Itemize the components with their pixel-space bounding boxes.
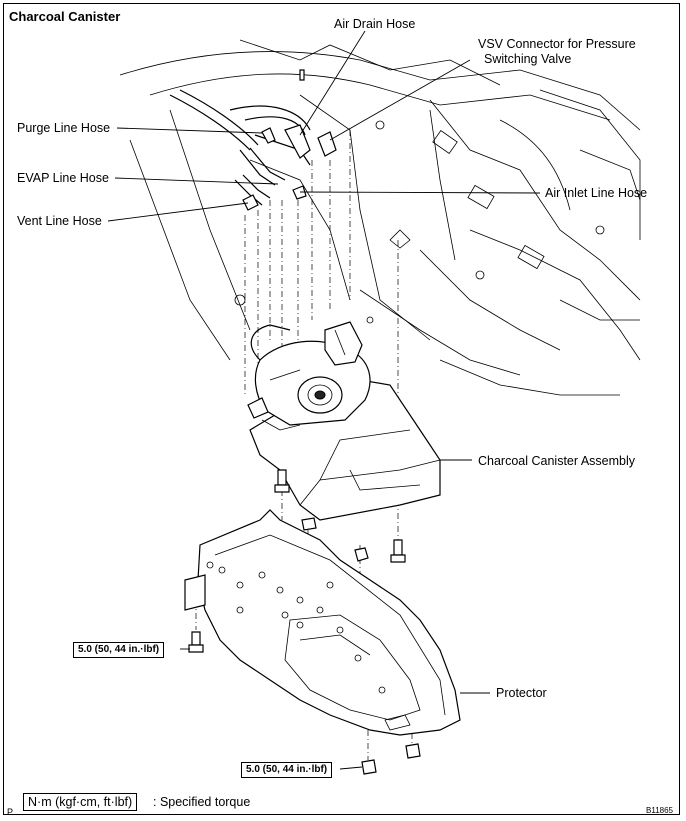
legend-units-box: N·m (kgf·cm, ft·lbf) bbox=[23, 793, 138, 811]
label-evap-line-hose: EVAP Line Hose bbox=[17, 171, 109, 185]
corner-mark: P bbox=[7, 807, 14, 817]
vehicle-body-outline bbox=[119, 39, 641, 396]
charcoal-canister bbox=[247, 321, 441, 521]
legend-text: : Specified torque bbox=[153, 795, 251, 809]
label-charcoal-canister-assembly: Charcoal Canister Assembly bbox=[478, 454, 636, 468]
label-protector: Protector bbox=[496, 686, 547, 700]
figure-id: B11865 bbox=[646, 806, 673, 815]
torque-spec-left: 5.0 (50, 44 in.·lbf) bbox=[73, 642, 165, 658]
label-vsv-connector-line2: Switching Valve bbox=[484, 52, 572, 66]
hose-bundle bbox=[169, 89, 337, 211]
diagram-frame bbox=[3, 3, 680, 815]
bolts bbox=[188, 69, 421, 775]
diagram-title: Charcoal Canister bbox=[9, 9, 121, 24]
label-air-inlet-line-hose: Air Inlet Line Hose bbox=[545, 186, 648, 200]
label-purge-line-hose: Purge Line Hose bbox=[17, 121, 111, 135]
torque-spec-bottom: 5.0 (50, 44 in.·lbf) bbox=[241, 762, 333, 778]
label-vent-line-hose: Vent Line Hose bbox=[17, 214, 102, 228]
protector-plate bbox=[184, 509, 461, 736]
leader-lines bbox=[107, 30, 541, 770]
label-vsv-connector-line1: VSV Connector for Pressure bbox=[478, 37, 636, 51]
label-air-drain-hose: Air Drain Hose bbox=[334, 17, 416, 31]
